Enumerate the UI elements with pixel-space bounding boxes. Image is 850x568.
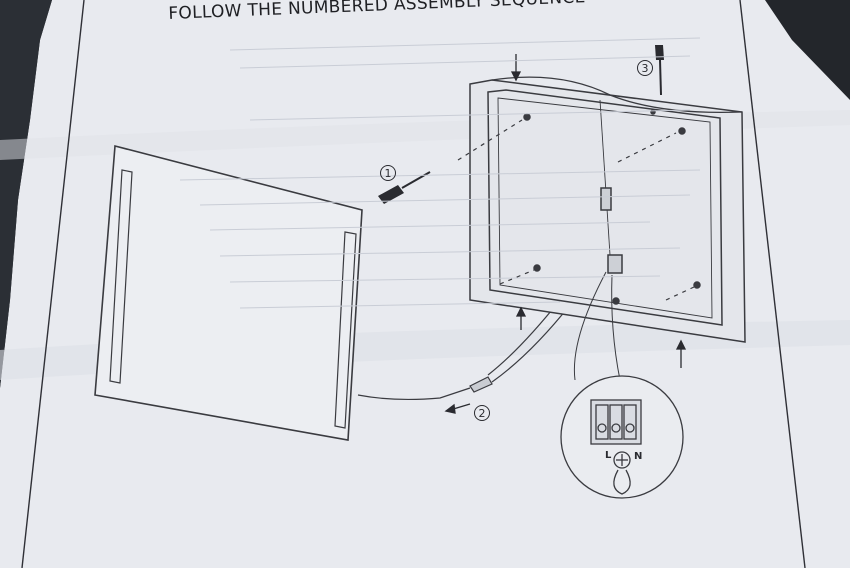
screw-guides [457,119,695,301]
terminal-detail [560,375,684,499]
step-marker-2: 2 [474,405,490,421]
step-marker-3: 3 [637,60,653,76]
step-marker-1: 1 [380,165,396,181]
screwdriver-icon [378,171,431,204]
mirror-frame [469,76,746,343]
step-number: 2 [478,406,486,420]
screwdriver-icon [655,45,664,96]
terminal-label-live: L [605,450,612,461]
step-number: 1 [384,166,392,180]
step-number: 3 [641,61,649,75]
terminal-label-neutral: N [634,451,643,462]
mirror-panel [94,144,363,441]
direction-arrows [444,54,687,414]
